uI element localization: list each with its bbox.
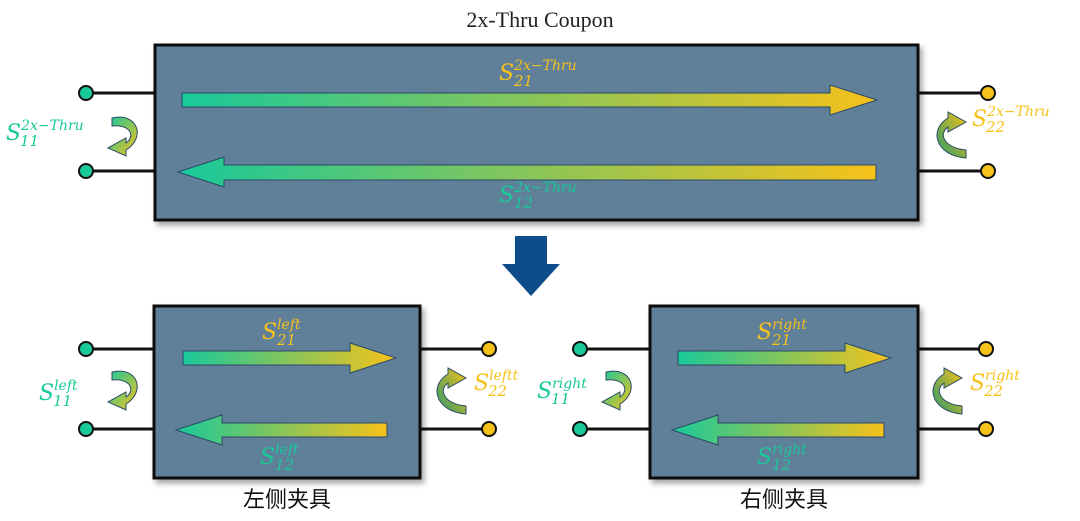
reverse-arrow (174, 414, 388, 446)
s22-left-label: Sleftt (474, 368, 519, 396)
s12-left-sub: 12 (275, 456, 294, 474)
s22-right-sub: 22 (983, 382, 1003, 400)
coupon-2x-thru: S2x−Thru 21 S2x−Thru 12 S2x−Thru 11 S2x−… (6, 43, 1050, 222)
reflection-loop-icon (936, 111, 968, 159)
s11-2x-thru-label: S2x−Thru (6, 118, 84, 146)
right-fixture-caption: 右侧夹具 (740, 488, 828, 513)
port-dot (572, 421, 588, 437)
s22-right-label: Sright (970, 368, 1020, 396)
s12-2x-thru-sub: 12 (514, 194, 533, 212)
reflection-loop-icon (600, 370, 632, 411)
s12-right-sub: 12 (772, 456, 791, 474)
s22-left-sub: 22 (487, 382, 507, 400)
s21-left-sub: 21 (276, 331, 296, 349)
port-dot (78, 341, 94, 357)
s22-2x-thru-label: S2x−Thru (972, 104, 1050, 132)
right-fixture-port-lines (580, 347, 986, 431)
port-dot (572, 341, 588, 357)
s12-2x-thru-label: S2x−Thru (499, 180, 577, 208)
s11-left-label: Sleft (39, 378, 78, 406)
reflection-loop-icon (106, 370, 138, 411)
coupon-box (153, 43, 920, 222)
left-fixture-caption: 左侧夹具 (243, 488, 331, 513)
port-dot (978, 421, 994, 437)
right-fixture: Sright 21 Sright 12 Sright 11 Sright 22 … (537, 304, 1020, 513)
port-dot (78, 163, 94, 179)
s12-right-label: Sright (757, 442, 807, 470)
down-arrow-icon (502, 236, 560, 296)
reflection-loop-icon (932, 367, 964, 415)
s11-right-label: Sright (537, 376, 587, 404)
diagram-title: 2x-Thru Coupon (466, 7, 613, 32)
left-fixture-port-lines (86, 347, 489, 431)
s11-left-sub: 11 (53, 392, 72, 410)
forward-arrow (182, 342, 398, 374)
s21-2x-thru-label: S2x−Thru (499, 58, 577, 86)
s12-left-label: Sleft (260, 442, 299, 470)
reverse-arrow (176, 156, 877, 188)
port-dot (78, 421, 94, 437)
s11-2x-thru-sub: 11 (20, 132, 39, 150)
right-fixture-box (648, 304, 920, 480)
forward-arrow (181, 84, 879, 116)
s21-2x-thru-sub: 21 (513, 72, 533, 90)
s21-right-label: Sright (757, 317, 807, 345)
port-dot (481, 421, 497, 437)
reflection-loop-icon (106, 116, 138, 157)
port-dot (980, 85, 996, 101)
s22-2x-thru-sub: 22 (985, 118, 1005, 136)
left-fixture-box (152, 304, 422, 480)
s21-left-label: Sleft (262, 317, 301, 345)
coupon-port-lines (86, 91, 988, 173)
forward-arrow (677, 342, 893, 374)
reflection-loop-icon (436, 367, 468, 415)
s21-right-sub: 21 (771, 331, 791, 349)
port-dot (978, 341, 994, 357)
port-dot (481, 341, 497, 357)
port-dot (78, 85, 94, 101)
coupon-port-dots (78, 85, 996, 179)
reverse-arrow (670, 414, 885, 446)
s11-right-sub: 11 (551, 390, 570, 408)
port-dot (980, 163, 996, 179)
left-fixture: Sleft 21 Sleft 12 Sleft 11 Sleftt 22 左侧夹… (39, 304, 519, 513)
